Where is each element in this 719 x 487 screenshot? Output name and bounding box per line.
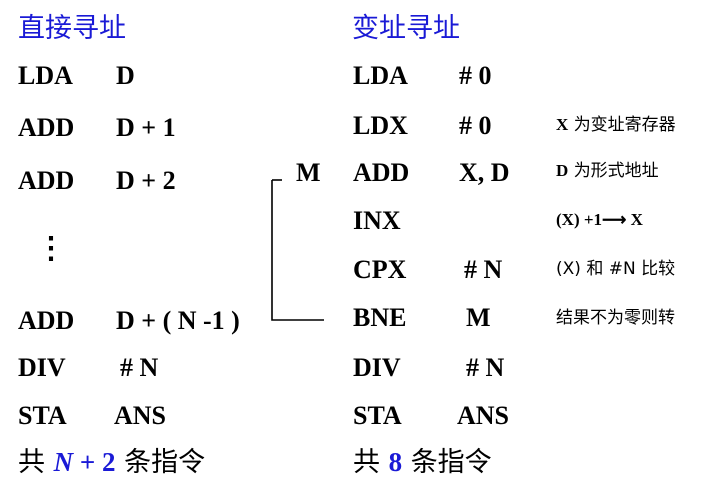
left-arg-4: D + ( N -1 ) [116, 306, 240, 335]
right-comment-3: D 为形式地址 [556, 160, 659, 182]
right-op-6: BNE [353, 303, 407, 332]
right-comment-6: 结果不为零则转 [556, 308, 675, 328]
branch-bracket [271, 179, 324, 321]
right-op-2: LDX [353, 111, 408, 140]
right-comment-3-text: 为形式地址 [573, 161, 659, 181]
left-arg-6: ANS [114, 401, 167, 430]
left-op-1: LDA [18, 61, 73, 90]
left-op-4: ADD [18, 306, 75, 335]
left-arg-5: # N [120, 353, 159, 382]
right-op-7: DIV [353, 353, 401, 382]
left-op-2: ADD [18, 113, 75, 142]
right-arg-6: M [466, 303, 491, 332]
right-comment-3-reg: D [556, 161, 569, 180]
right-op-3: ADD [353, 158, 410, 187]
left-arg-3: D + 2 [116, 166, 176, 195]
right-title: 变址寻址 [352, 13, 460, 44]
right-comment-2-text: 为变址寄存器 [573, 115, 676, 135]
left-footer-var: N [53, 447, 74, 477]
right-footer: 共 8 条指令 [353, 446, 492, 479]
right-comment-5: (X) 和 #N 比较 [556, 259, 676, 279]
left-title: 直接寻址 [18, 13, 126, 44]
label-m: M [296, 158, 321, 187]
right-op-1: LDA [353, 61, 408, 90]
left-op-5: DIV [18, 353, 66, 382]
right-comment-2-reg: X [556, 115, 569, 134]
right-op-8: STA [353, 401, 402, 430]
right-arg-7: # N [466, 353, 505, 382]
right-footer-prefix: 共 [353, 447, 380, 478]
right-footer-suffix: 条指令 [410, 447, 492, 478]
right-op-4: INX [353, 206, 401, 235]
left-footer-prefix: 共 [18, 447, 45, 478]
left-footer: 共 N + 2 条指令 [18, 446, 205, 479]
right-op-5: CPX [353, 255, 407, 284]
left-footer-suffix: 条指令 [124, 447, 206, 478]
left-arg-2: D + 1 [116, 113, 176, 142]
left-footer-plus: + 2 [79, 447, 116, 477]
right-arg-1: # 0 [459, 61, 492, 90]
right-arg-3: X, D [459, 158, 510, 187]
right-comment-4: (X) +1⟶ X [556, 210, 643, 229]
right-arg-5: # N [464, 255, 503, 284]
right-comment-2: X 为变址寄存器 [556, 114, 676, 136]
right-arg-8: ANS [457, 401, 510, 430]
left-op-6: STA [18, 401, 67, 430]
right-arg-2: # 0 [459, 111, 492, 140]
left-op-3: ADD [18, 166, 75, 195]
left-ellipsis: ⋮ [36, 232, 66, 265]
right-footer-count: 8 [388, 447, 403, 477]
left-arg-1: D [116, 61, 135, 90]
